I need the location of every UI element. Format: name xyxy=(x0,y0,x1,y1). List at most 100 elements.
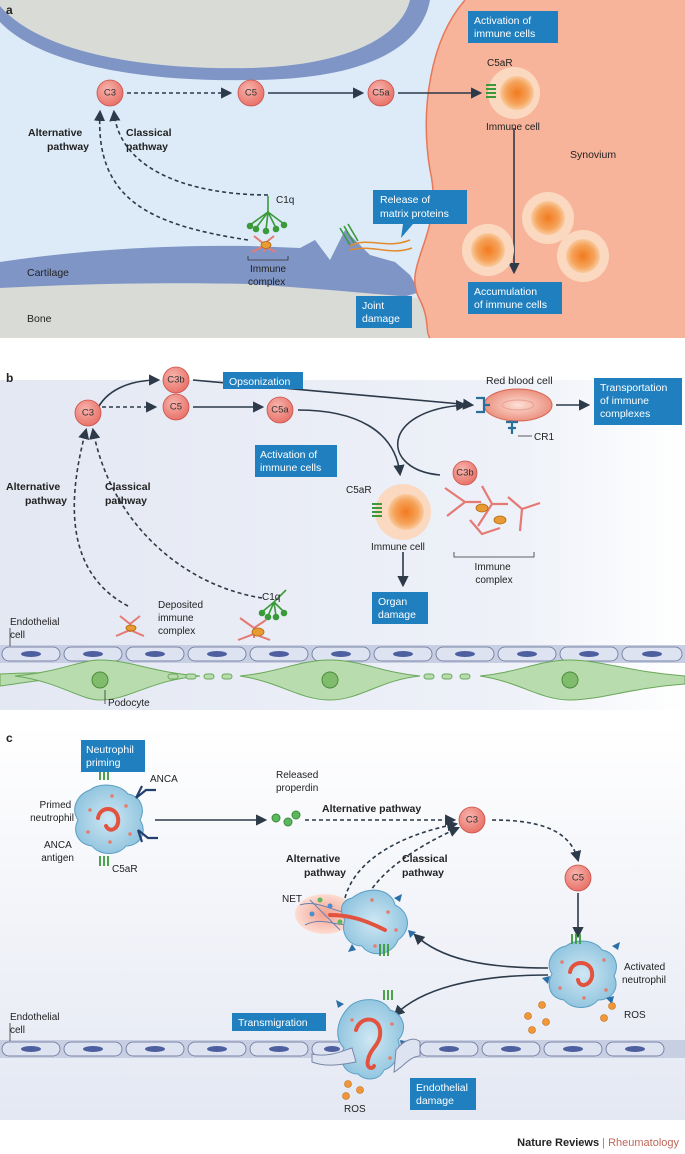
net-icon xyxy=(295,889,416,956)
endothelial-label: Endothelial cell xyxy=(10,617,62,641)
c3b-node-2: C3b xyxy=(452,460,478,486)
anca-antigen-label: ANCA antigen xyxy=(41,840,74,864)
alt-pathway-label: Alternative pathway xyxy=(28,127,89,153)
svg-text:C3: C3 xyxy=(82,408,94,419)
svg-text:Transmigration: Transmigration xyxy=(238,1017,308,1029)
ros-dots-2 xyxy=(342,1080,364,1100)
primed-neutrophil-icon xyxy=(74,770,158,866)
c1q-icon xyxy=(246,196,288,235)
deposited-complex-label: Deposited immune complex xyxy=(158,600,206,637)
bone-label: Bone xyxy=(27,313,52,325)
c5a-node: C5a xyxy=(367,79,395,107)
released-properdin-label: Released properdin xyxy=(276,770,321,794)
c1q-label: C1q xyxy=(276,195,294,206)
matrix-damage-icon xyxy=(339,223,413,252)
rbc-label: Red blood cell xyxy=(486,375,553,387)
c5a-node: C5a xyxy=(266,396,294,424)
c3-node: C3 xyxy=(74,399,102,427)
svg-text:C5: C5 xyxy=(572,873,584,884)
svg-text:C3b: C3b xyxy=(456,468,473,479)
c1q-label: C1q xyxy=(262,592,280,603)
c5ar-label: C5aR xyxy=(346,485,372,496)
panel-a: a C3 C5 C5a C5aR Immune cell xyxy=(0,0,685,339)
transmigrating-neutrophil-icon xyxy=(311,990,421,1080)
immune-complex-label: Immune complex xyxy=(248,264,289,288)
svg-text:Opsonization: Opsonization xyxy=(229,376,290,388)
classical-pathway-label: Classical pathway xyxy=(126,127,174,153)
podocyte-label: Podocyte xyxy=(108,698,150,709)
net-label: NET xyxy=(282,894,302,905)
activated-neutrophil-label: Activated neutrophil xyxy=(622,962,668,986)
ros-dots-1 xyxy=(524,1001,616,1034)
bottom-bone-shape xyxy=(0,283,430,338)
alt-pathway-label: Alternative pathway xyxy=(6,481,67,507)
panel-a-letter: a xyxy=(6,3,13,17)
deposited-complex-icon xyxy=(115,615,271,641)
endothelial-c-label: Endothelial cell xyxy=(10,1012,62,1036)
ros-label-1: ROS xyxy=(624,1010,646,1021)
activated-neutrophil-icon xyxy=(542,934,620,1008)
classical-pathway-label: Classical pathway xyxy=(105,481,153,507)
immune-complex-b-label: Immune complex xyxy=(475,562,514,586)
opsonization-box: Opsonization xyxy=(223,372,303,389)
red-blood-cell-icon xyxy=(476,388,553,434)
anca-label: ANCA xyxy=(150,774,178,785)
journal-credit: Nature Reviews | Rheumatology xyxy=(517,1137,679,1149)
top-bone-shape xyxy=(0,0,410,69)
bottom-cartilage-shape xyxy=(0,230,420,298)
panel-c: c C3 C5 ANCA Primed neutrophil ANCA anti… xyxy=(0,725,685,1120)
c3b-node: C3b xyxy=(162,366,190,394)
svg-text:C5a: C5a xyxy=(271,405,289,416)
panel-c-letter: c xyxy=(6,731,13,745)
c5ar-label: C5aR xyxy=(112,864,138,875)
cartilage-label: Cartilage xyxy=(27,267,69,279)
c5-node: C5 xyxy=(162,393,190,421)
c5-node: C5 xyxy=(237,79,265,107)
accumulated-cells-icon xyxy=(462,192,609,282)
svg-text:C5: C5 xyxy=(245,88,257,99)
podocyte-layer xyxy=(0,659,685,701)
properdin-icon xyxy=(271,810,301,827)
immune-cell-label: Immune cell xyxy=(486,122,540,133)
synovium-label: Synovium xyxy=(570,149,616,161)
svg-text:C5: C5 xyxy=(170,402,182,413)
immune-complex-icon xyxy=(444,485,541,536)
svg-text:C5a: C5a xyxy=(372,88,390,99)
c3-node: C3 xyxy=(96,79,124,107)
c5-node: C5 xyxy=(564,864,592,892)
c1q-icon xyxy=(258,589,288,621)
svg-text:C3: C3 xyxy=(104,88,116,99)
top-cartilage-shape xyxy=(0,0,430,81)
svg-text:C3: C3 xyxy=(466,815,478,826)
ros-label-2: ROS xyxy=(344,1104,366,1115)
immune-complex-icon xyxy=(251,235,277,253)
classical-pathway-label: Classical pathway xyxy=(402,853,450,879)
endothelium-b xyxy=(0,645,685,663)
svg-text:C3b: C3b xyxy=(167,375,184,386)
panel-b: b C3 C3b C5 C5a C3b Red blood cell CR1 xyxy=(0,340,685,720)
c3-node: C3 xyxy=(458,806,486,834)
alt-pathway-label: Alternative pathway xyxy=(286,853,346,879)
alt-pathway-top-label: Alternative pathway xyxy=(322,803,421,815)
endothelium-c xyxy=(0,1040,685,1058)
immune-cell-label: Immune cell xyxy=(371,542,425,553)
primed-neutrophil-label: Primed neutrophil xyxy=(30,800,74,824)
